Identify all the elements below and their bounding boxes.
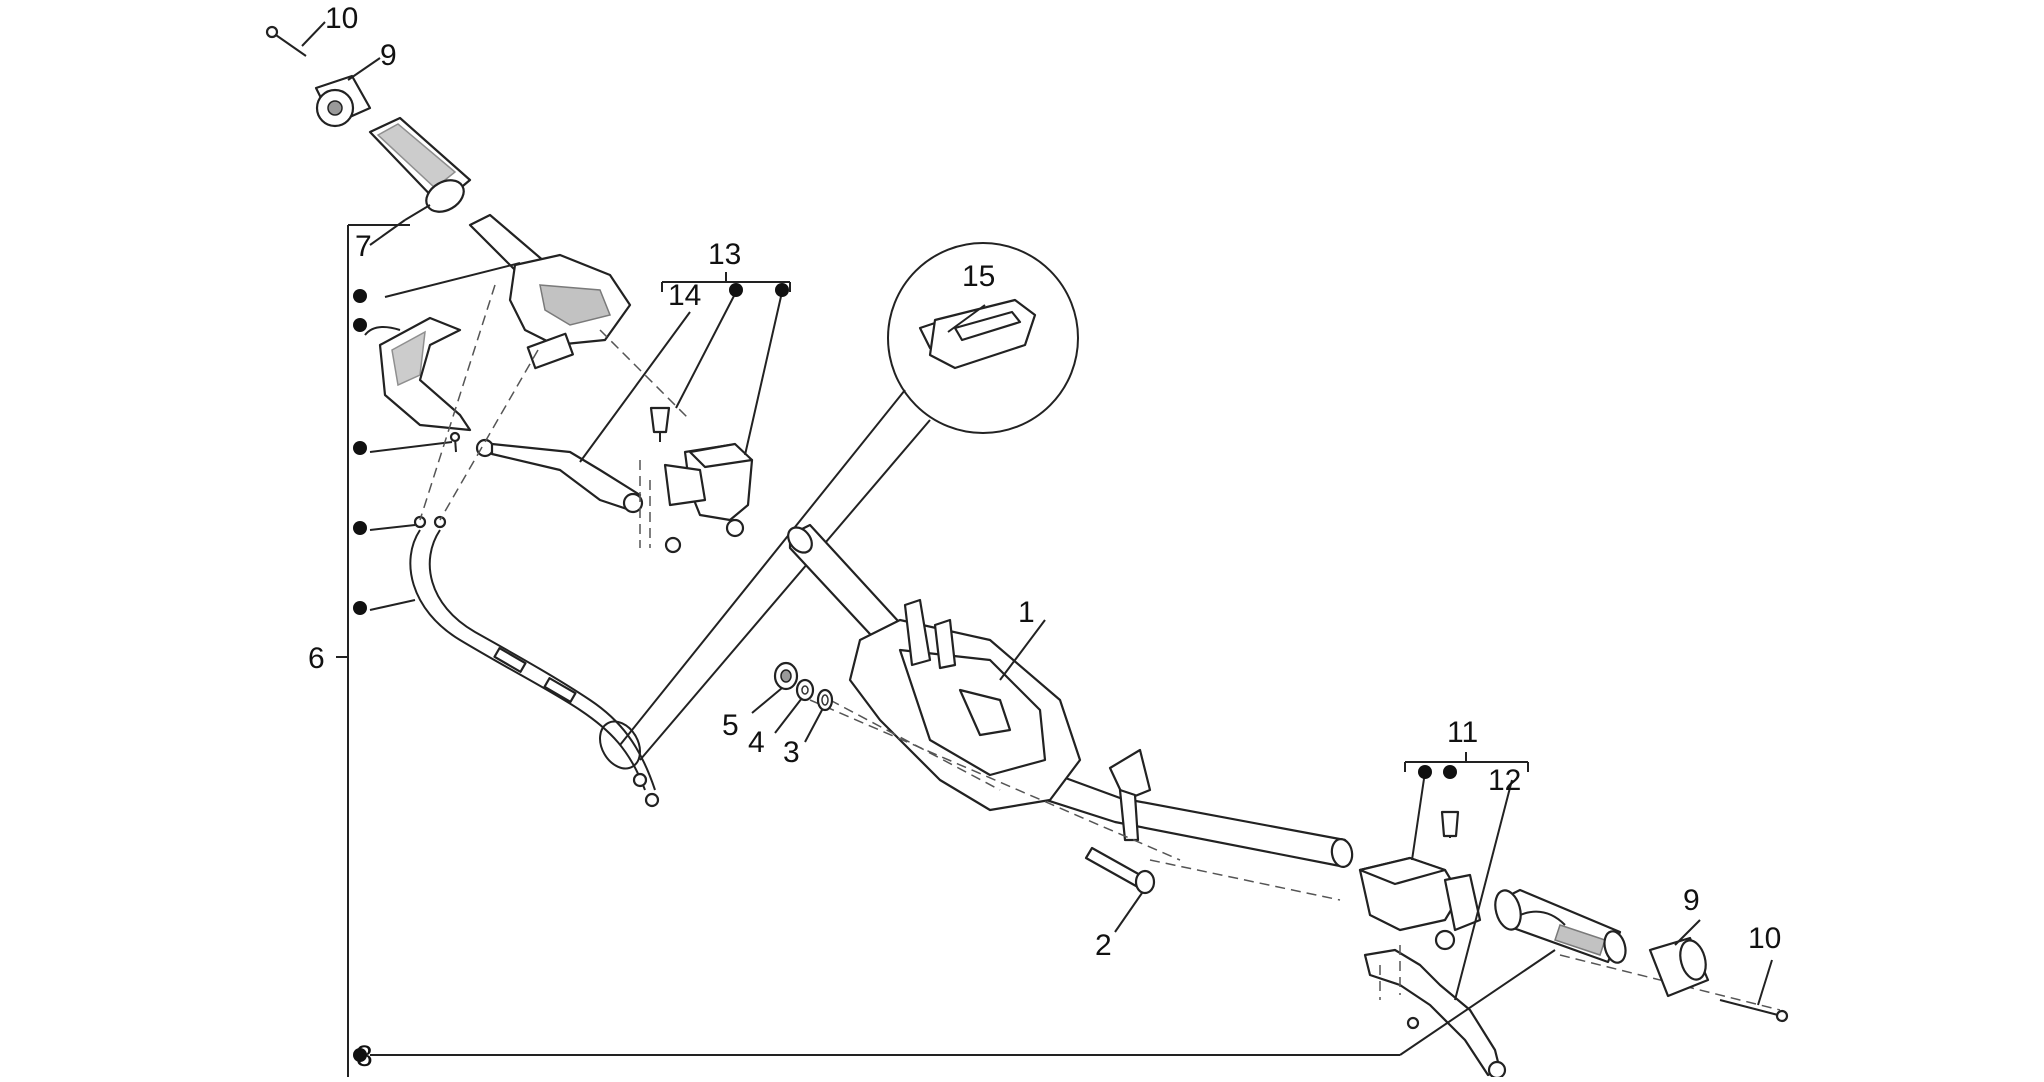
part-12-right-brake-lever <box>1363 779 1513 1080</box>
label-11: 11 <box>1447 716 1478 749</box>
part-14-left-brake-lever <box>475 311 691 514</box>
label-4: 4 <box>748 726 765 759</box>
label-6: 6 <box>308 642 325 675</box>
part-2-bolt <box>1084 846 1156 933</box>
part-15-detail-callout <box>599 242 1079 770</box>
assembly-guides-center <box>809 699 1341 901</box>
part-3-washer <box>804 688 834 743</box>
part-9-left-bar-end <box>314 57 381 128</box>
part-8-right-grip <box>353 888 1627 1062</box>
part-9-right-bar-end <box>1648 919 1710 998</box>
switch-cover <box>364 316 472 432</box>
throttle-cables <box>369 515 660 808</box>
label-13: 13 <box>708 238 741 271</box>
label-2: 2 <box>1095 929 1112 962</box>
label-14: 14 <box>668 279 701 312</box>
throttle-housing <box>384 213 632 370</box>
part-7-left-grip <box>368 116 472 246</box>
label-3: 3 <box>783 736 800 769</box>
label-15: 15 <box>962 260 995 293</box>
label-5: 5 <box>722 709 739 742</box>
part-11-right-master-cylinder <box>1358 771 1482 951</box>
label-10-left: 10 <box>325 2 358 35</box>
part-10-right-screw <box>1719 959 1789 1023</box>
label-10-right: 10 <box>1748 922 1781 955</box>
assembly-guides-left <box>419 284 691 548</box>
part-5-nut <box>751 661 799 714</box>
part-4-washer <box>774 678 815 734</box>
label-7: 7 <box>355 230 372 263</box>
part-1-handlebar <box>787 523 1354 868</box>
label-8: 8 <box>356 1040 373 1073</box>
part-6-group-bracket <box>336 224 410 1080</box>
small-screw <box>369 431 461 453</box>
part-10-left-screw <box>265 21 326 57</box>
label-9-left: 9 <box>380 39 397 72</box>
part-13-bracket <box>661 272 791 297</box>
label-12: 12 <box>1488 764 1521 797</box>
part-13-brake-master-cylinder <box>649 291 783 554</box>
label-1: 1 <box>1018 596 1035 629</box>
label-9-right: 9 <box>1683 884 1700 917</box>
part-11-bracket <box>1404 752 1529 779</box>
